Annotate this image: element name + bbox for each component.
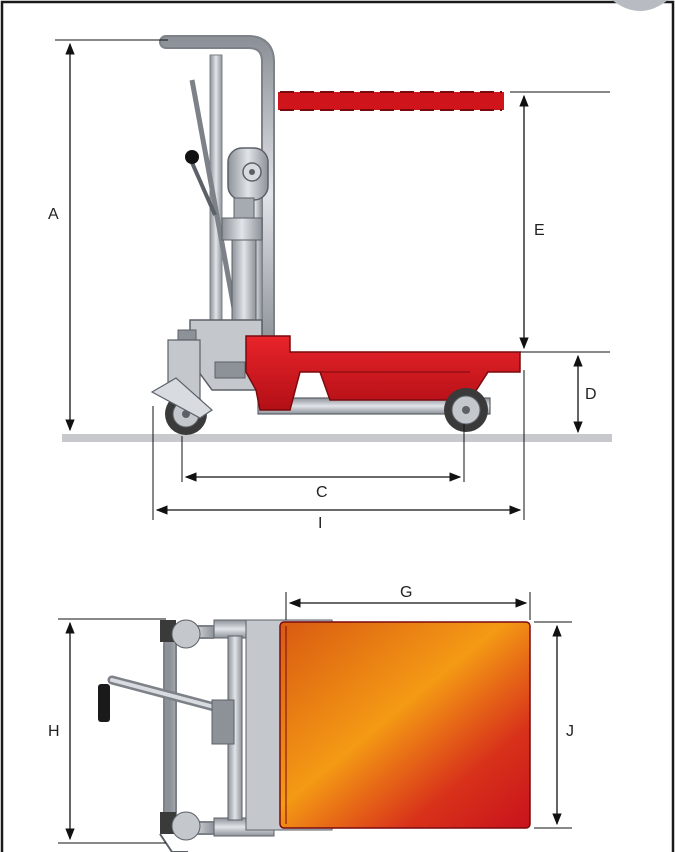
corner-logo — [612, 0, 668, 11]
top-view: G H J — [48, 584, 574, 852]
front-axle — [462, 406, 470, 414]
pump-lever — [189, 79, 241, 331]
dim-c-label: C — [316, 484, 328, 501]
dim-a-label: A — [48, 206, 59, 223]
dim-d-label: D — [585, 386, 597, 403]
top-lever-highlight — [110, 678, 220, 710]
lever-rod — [188, 157, 217, 216]
lever-knob — [185, 150, 199, 164]
pulley-axle — [249, 169, 255, 175]
top-caster-right — [171, 811, 201, 841]
top-platform — [279, 621, 531, 829]
pump-spring — [214, 361, 246, 379]
dim-i-label: I — [318, 515, 322, 532]
brake-pedal — [150, 377, 213, 419]
side-view: A E D C I — [48, 35, 612, 532]
top-pump-block — [211, 699, 235, 745]
cylinder-cap — [233, 197, 255, 219]
top-caster-left — [171, 619, 201, 649]
ground-line — [62, 434, 612, 442]
dim-e-label: E — [534, 222, 545, 239]
hydraulic-cylinder — [231, 239, 257, 326]
top-brake — [159, 833, 188, 852]
raised-platform — [278, 92, 504, 110]
push-handle — [161, 37, 273, 350]
dim-j-label: J — [566, 723, 574, 740]
dim-g-label: G — [400, 584, 412, 601]
lever-grip — [98, 684, 110, 722]
cylinder-collar — [221, 217, 263, 241]
caster-swivel — [177, 329, 197, 341]
top-handle-outline — [163, 625, 214, 835]
dim-h-label: H — [48, 723, 60, 740]
lowered-platform — [245, 335, 521, 411]
